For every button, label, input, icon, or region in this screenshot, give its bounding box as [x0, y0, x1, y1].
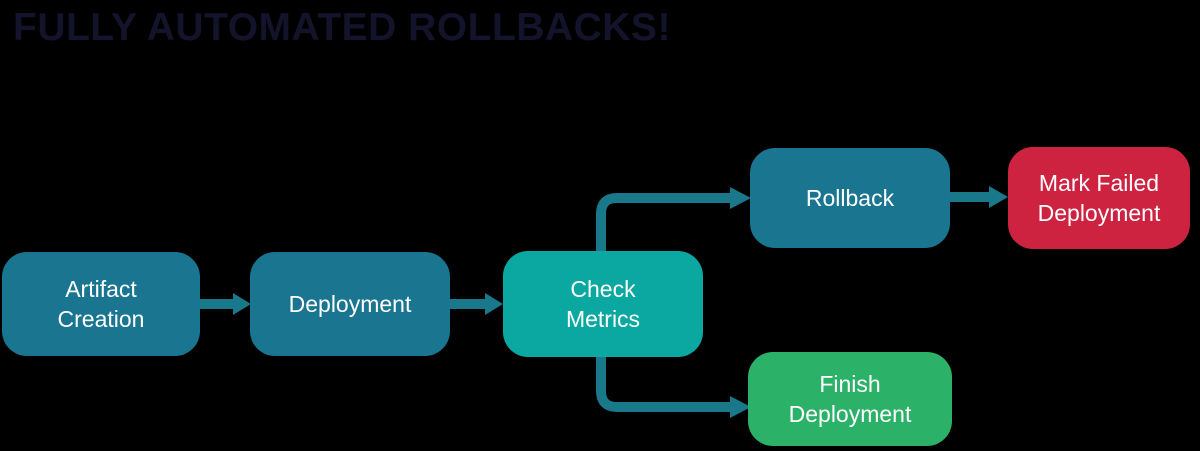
node-label: Artifact Creation: [57, 276, 145, 332]
node-rollback: Rollback: [750, 148, 950, 248]
node-check-metrics: Check Metrics: [503, 251, 703, 357]
node-label: Finish Deployment: [788, 371, 912, 427]
edge-deployment-to-check-metrics: [450, 293, 503, 315]
node-label: Check Metrics: [565, 276, 641, 332]
node-artifact-creation: Artifact Creation: [2, 252, 200, 356]
edge-artifact-to-deployment: [200, 293, 251, 315]
edge-rollback-to-mark-failed: [950, 186, 1008, 208]
node-label: Deployment: [288, 291, 412, 317]
slide-title: FULLY AUTOMATED ROLLBACKS!: [13, 6, 671, 49]
node-deployment: Deployment: [250, 252, 450, 356]
node-label: Mark Failed Deployment: [1037, 170, 1161, 226]
node-mark-failed-deployment: Mark Failed Deployment: [1008, 147, 1190, 249]
edge-check-metrics-to-finish: [596, 356, 751, 418]
node-label: Rollback: [805, 185, 895, 211]
edge-check-metrics-to-rollback: [596, 187, 751, 252]
node-finish-deployment: Finish Deployment: [748, 352, 952, 446]
